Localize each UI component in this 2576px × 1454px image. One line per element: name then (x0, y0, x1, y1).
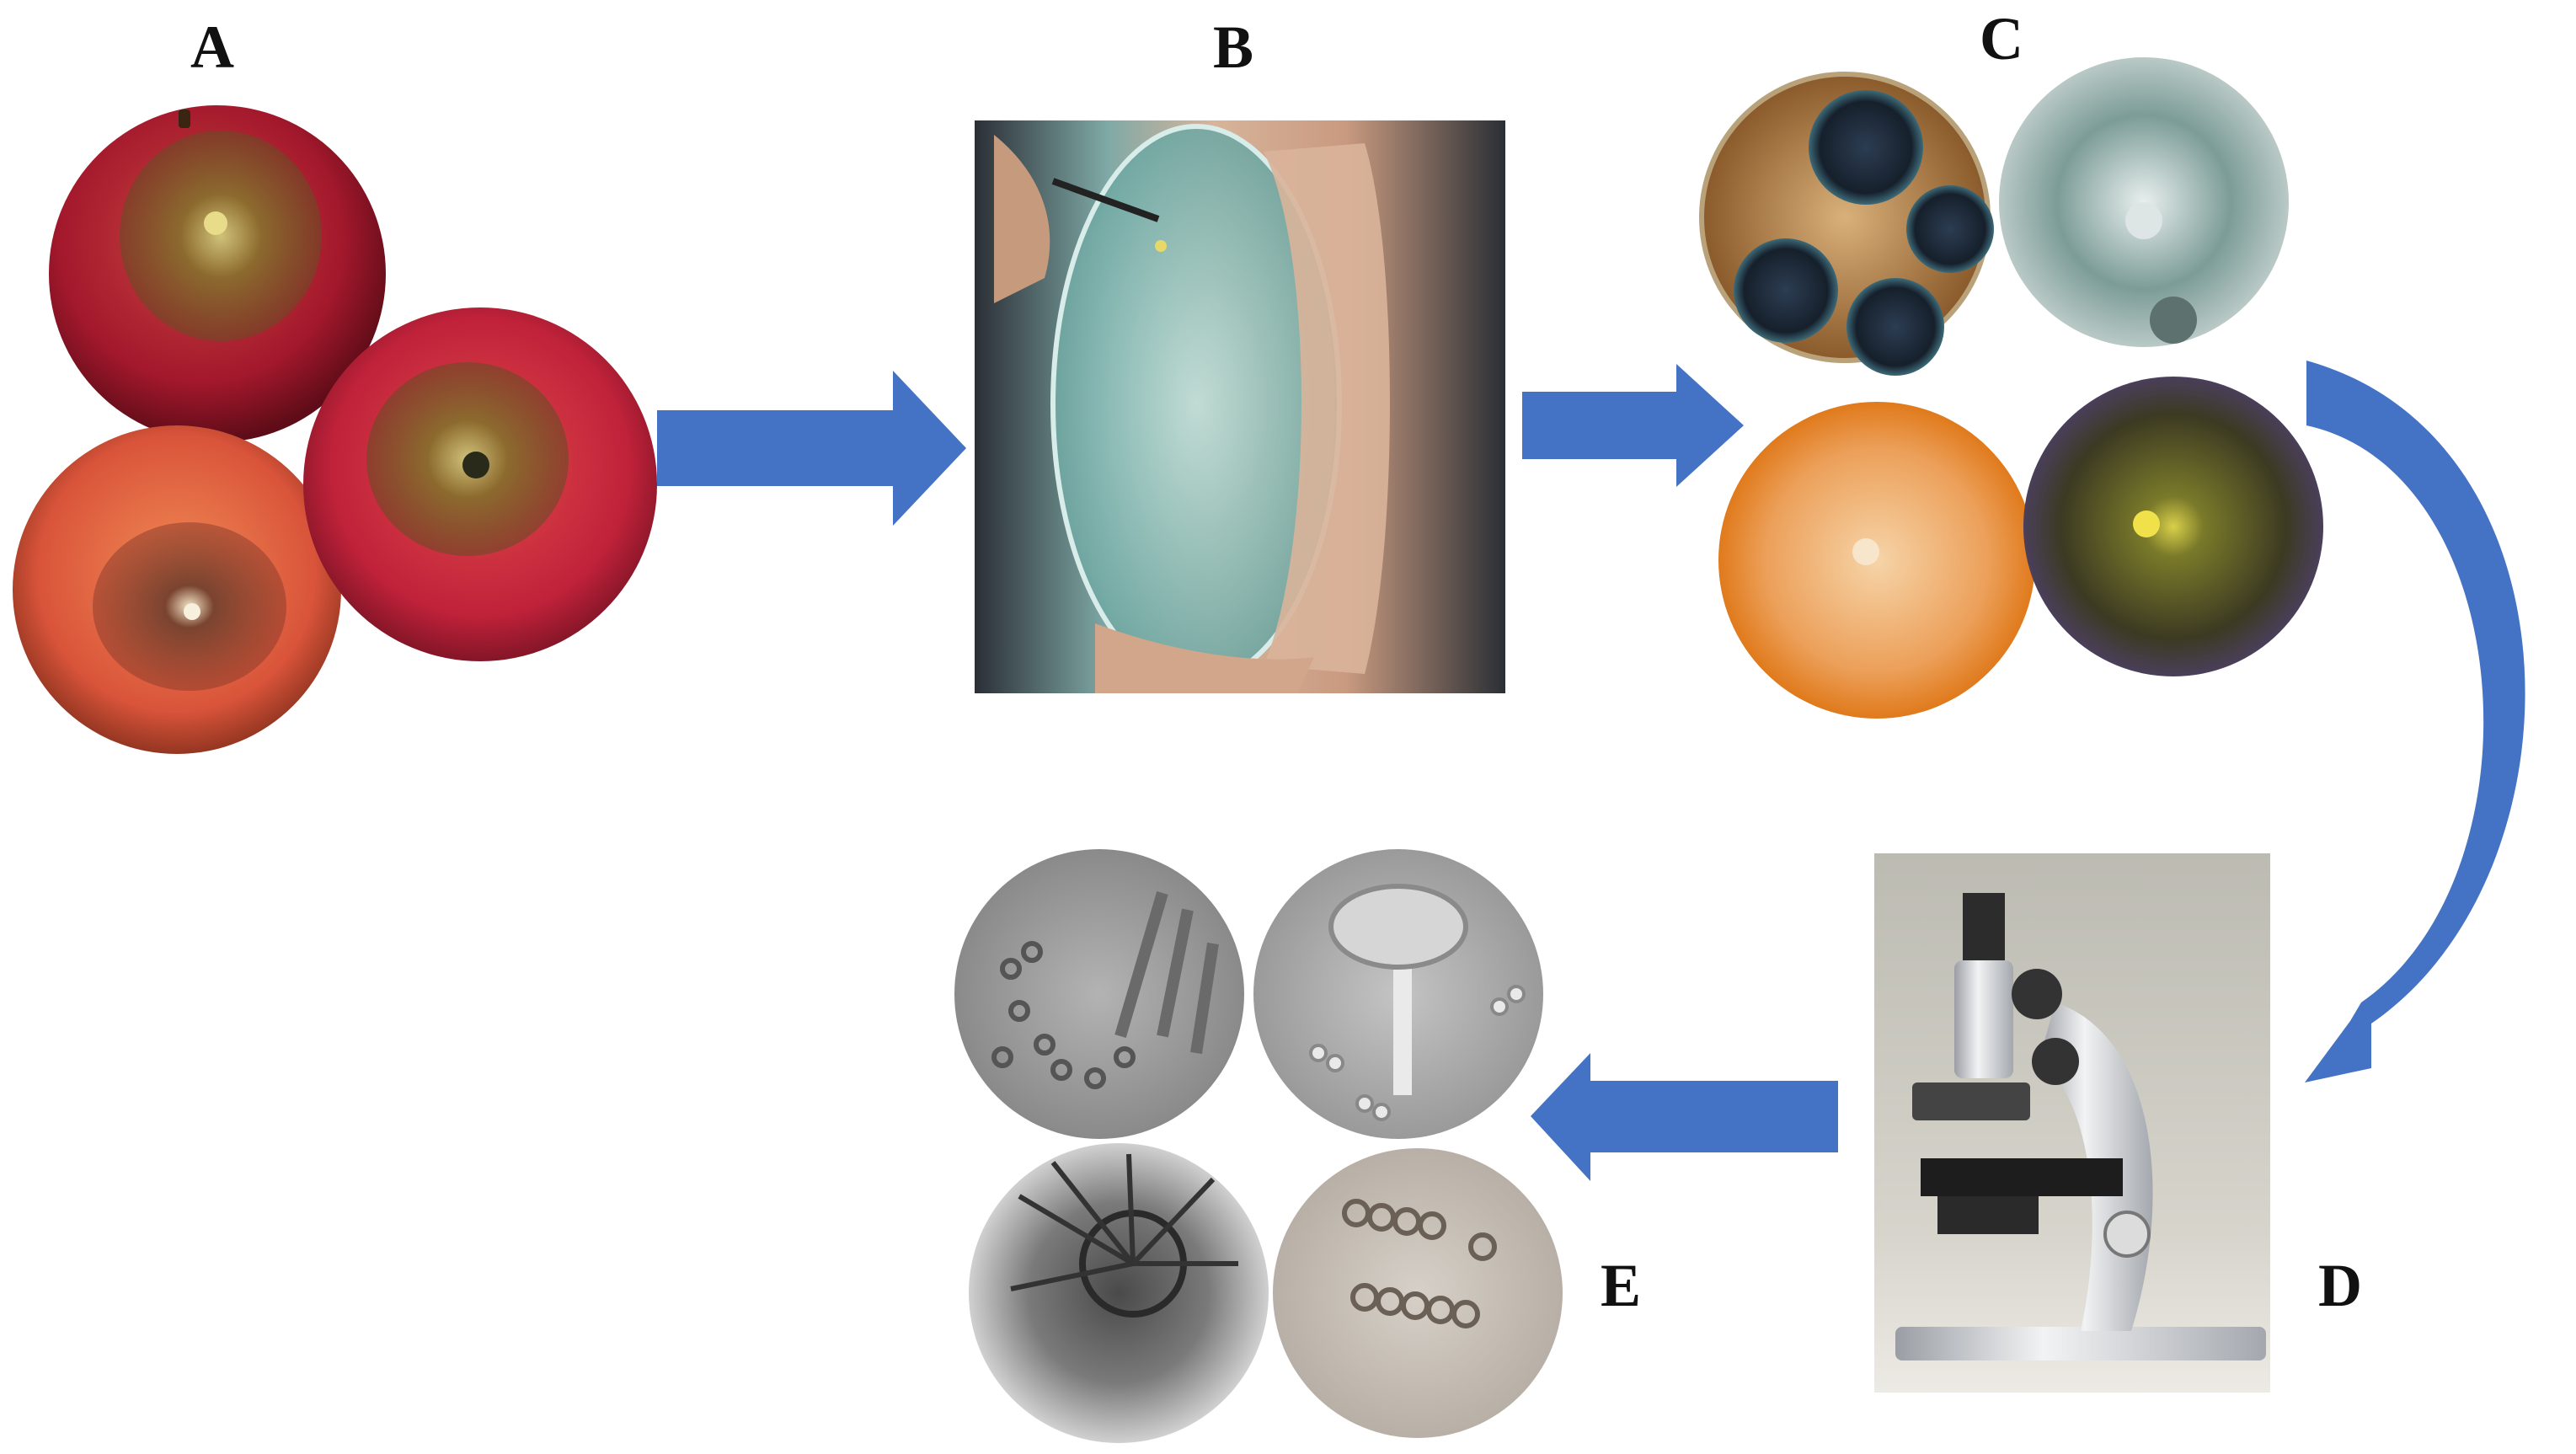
plate-teal (1999, 57, 2289, 347)
panel-c-culture-plates (1699, 57, 2323, 719)
arrow-a-to-b (657, 371, 966, 526)
plate-dark-colonies (1699, 72, 1994, 376)
plate-olive (2023, 377, 2323, 676)
label-c: C (1980, 5, 2023, 72)
arrow-b-to-c (1522, 364, 1744, 487)
label-b: B (1213, 13, 1254, 81)
panel-e-micrographs (954, 849, 1563, 1443)
label-a: A (190, 13, 234, 81)
arrow-d-to-e (1531, 1053, 1838, 1181)
panel-a-apples (13, 105, 657, 754)
panel-b-isolation-photo (975, 120, 1505, 693)
apple-bottom-left (13, 425, 341, 754)
label-d: D (2318, 1252, 2362, 1319)
panel-d-microscope-photo (1874, 853, 2270, 1393)
apple-top (49, 105, 386, 442)
micrograph-vesicle (969, 1143, 1269, 1443)
micrograph-conidiophores-1 (954, 849, 1244, 1139)
label-e: E (1601, 1252, 1642, 1319)
micrograph-conidial-chains (1273, 1148, 1563, 1438)
plate-orange (1718, 402, 2035, 719)
micrograph-conidiophores-2 (1253, 849, 1543, 1139)
apple-right (303, 307, 657, 661)
arrow-c-to-d (2305, 361, 2525, 1082)
